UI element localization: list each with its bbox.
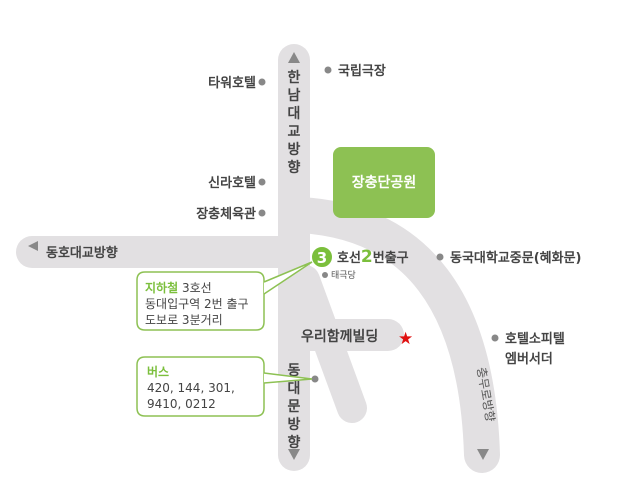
label-shilla-hotel: 신라호텔	[208, 175, 256, 191]
arrow-down-icon	[477, 449, 489, 460]
roads	[16, 44, 500, 473]
direction-dongho: 동호대교방향	[46, 245, 118, 261]
label-national-theater: 국립극장	[338, 63, 386, 79]
label-dongguk-univ: 동국대학교중문(혜화문)	[450, 250, 581, 266]
bus-callout	[136, 356, 265, 417]
park-label: 장충단공원	[352, 174, 416, 191]
arrow-left-icon	[28, 241, 38, 251]
exit-label: 호선2번출구	[337, 247, 409, 267]
label-jangchung-gym: 장충체육관	[196, 206, 256, 222]
svg-text:3: 3	[317, 249, 327, 267]
road-chungmuro	[282, 197, 500, 473]
line-3-badge	[310, 245, 334, 269]
subway-callout	[136, 271, 265, 331]
star-icon: ★	[398, 329, 413, 349]
label-tower-hotel: 타워호텔	[208, 75, 256, 91]
park	[333, 147, 435, 218]
arrow-up-icon	[288, 52, 300, 63]
arrow-down-icon	[288, 449, 300, 460]
label-building: 우리함께빌딩	[301, 328, 378, 345]
label-taegukdang: 태극당	[331, 270, 356, 281]
